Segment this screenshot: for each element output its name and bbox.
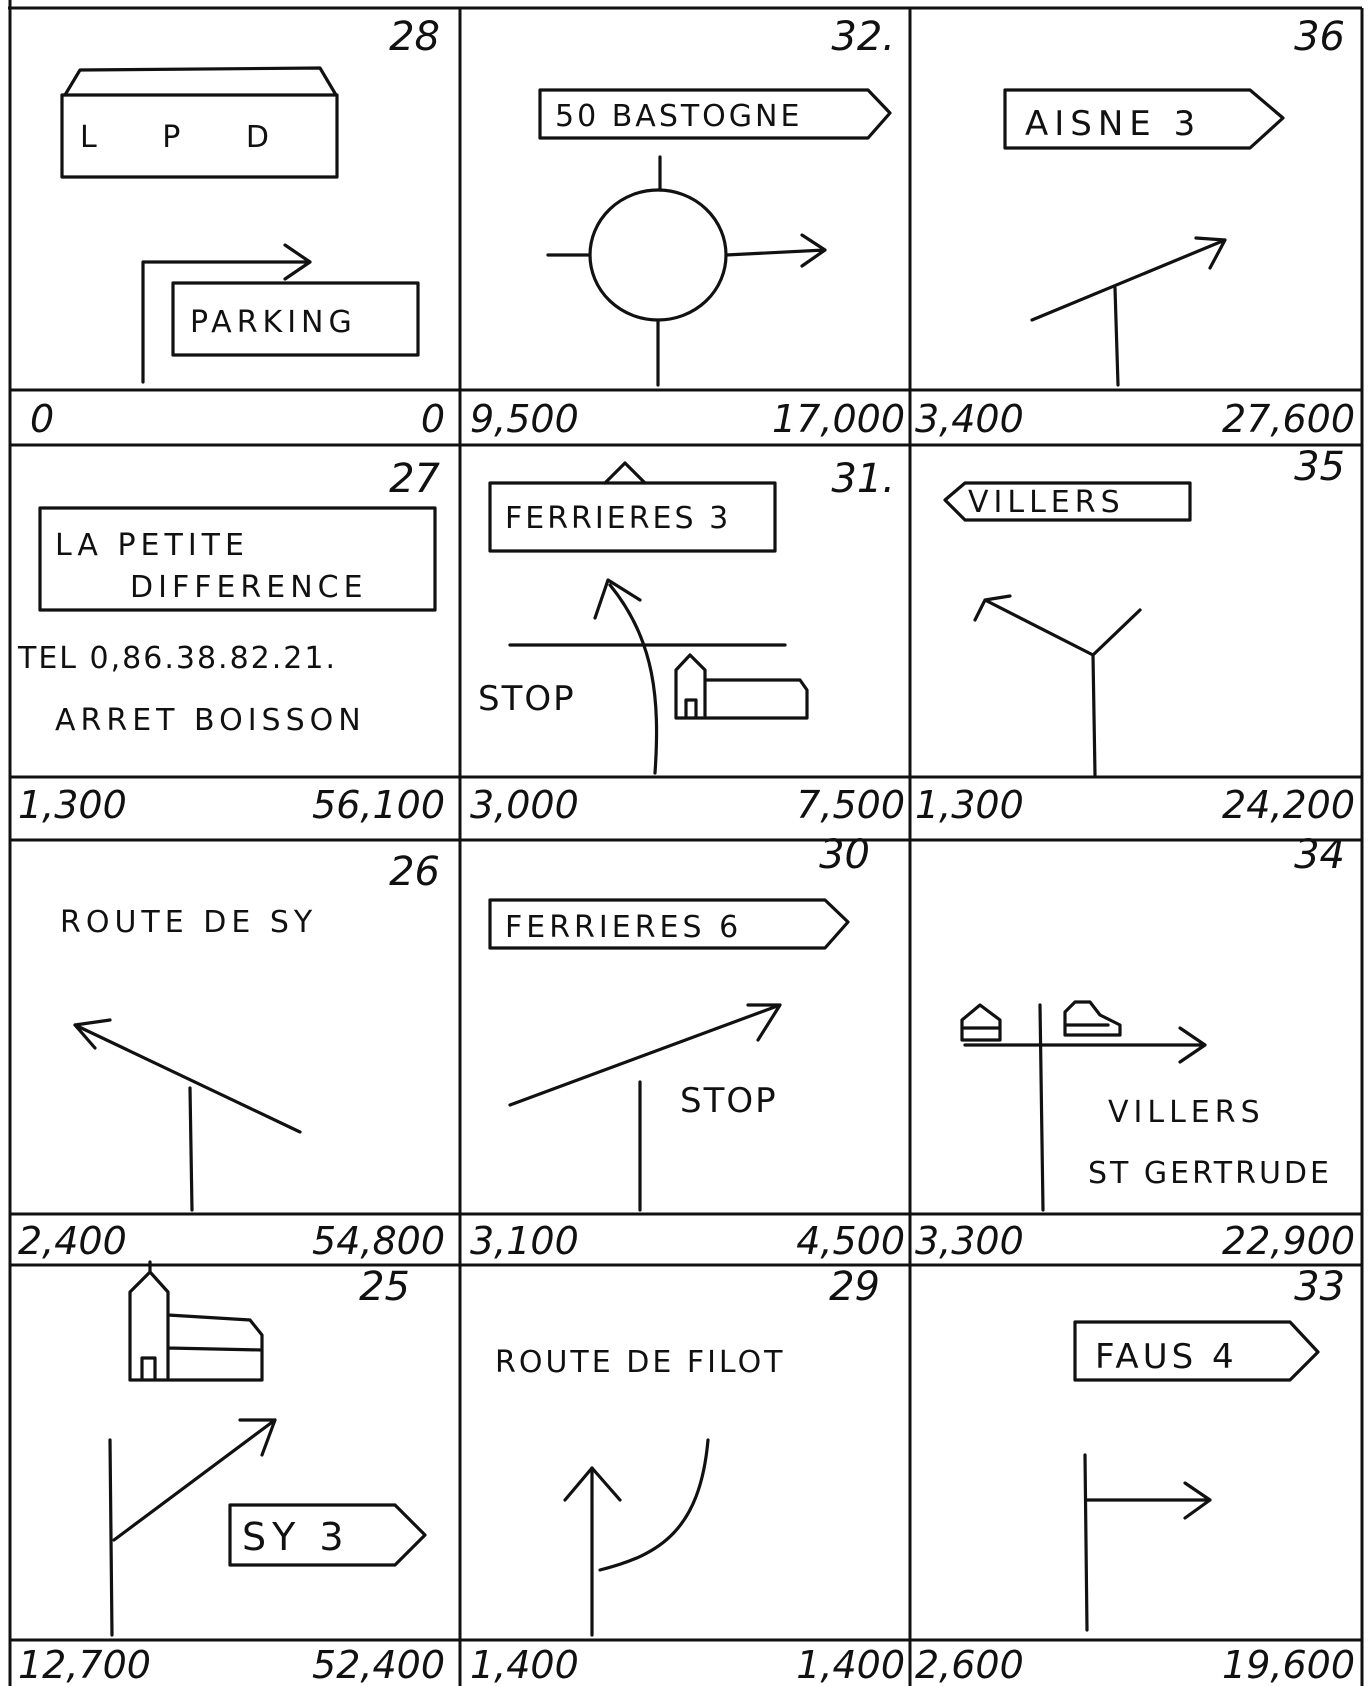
- cell-number: 30: [819, 832, 870, 878]
- total-distance: 22,900: [1222, 1219, 1355, 1263]
- partial-distance: 0: [30, 397, 54, 441]
- cell-number: 32.: [831, 14, 895, 60]
- cell-number: 28: [389, 14, 440, 60]
- total-distance: 4,500: [796, 1219, 905, 1263]
- sign-ferrieres-3: FERRIERES 3: [505, 501, 731, 536]
- road-name: ROUTE DE SY: [60, 905, 317, 940]
- cell-26: 26 ROUTE DE SY: [60, 849, 440, 1210]
- sign-lpd: L P D: [80, 120, 297, 155]
- partial-distance: 1,400: [470, 1643, 579, 1686]
- total-distance: 56,100: [312, 783, 445, 827]
- grid-lines: [8, 0, 1362, 1686]
- sign-line-1: LA PETITE: [55, 528, 249, 563]
- amounts-row-3: 2,400 54,800 3,100 4,500 3,300 22,900: [18, 1219, 1355, 1263]
- cell-35: 35 VILLERS: [945, 444, 1345, 775]
- cell-number: 27: [389, 456, 440, 502]
- drink-stop: ARRET BOISSON: [55, 703, 366, 738]
- cell-number: 36: [1294, 14, 1345, 60]
- total-distance: 19,600: [1222, 1643, 1355, 1686]
- sign-faus-4: FAUS 4: [1095, 1337, 1238, 1377]
- destination-villers: VILLERS: [1108, 1095, 1265, 1130]
- cell-number: 34: [1294, 832, 1345, 878]
- partial-distance: 9,500: [470, 397, 579, 441]
- partial-distance: 3,100: [470, 1219, 579, 1263]
- cell-number: 35: [1294, 444, 1345, 490]
- cell-number: 26: [389, 849, 440, 895]
- partial-distance: 3,000: [470, 783, 579, 827]
- sign-aisne: AISNE 3: [1025, 104, 1201, 144]
- cell-25: 25 SY 3: [110, 1262, 425, 1635]
- partial-distance: 2,600: [915, 1643, 1024, 1686]
- destination-st-gertrude: ST GERTRUDE: [1088, 1156, 1332, 1191]
- cell-36: 36 AISNE 3: [1005, 14, 1345, 385]
- total-distance: 24,200: [1222, 783, 1355, 827]
- road-name: ROUTE DE FILOT: [495, 1345, 786, 1380]
- cell-number: 25: [359, 1264, 410, 1310]
- sign-villers: VILLERS: [968, 485, 1125, 520]
- amounts-row-1: 0 0 9,500 17,000 3,400 27,600: [30, 397, 1355, 441]
- cell-32: 32. 50 BASTOGNE: [540, 14, 895, 385]
- cell-27: 27 LA PETITE DIFFERENCE TEL 0,86.38.82.2…: [17, 456, 441, 738]
- cell-number: 31.: [831, 456, 895, 502]
- stop-label: STOP: [478, 679, 576, 719]
- total-distance: 54,800: [312, 1219, 445, 1263]
- total-distance: 0: [421, 397, 445, 441]
- sign-bastogne: 50 BASTOGNE: [555, 99, 802, 134]
- total-distance: 27,600: [1222, 397, 1355, 441]
- sign-sy-3: SY 3: [242, 1515, 350, 1559]
- sign-ferrieres-6: FERRIERES 6: [505, 910, 742, 945]
- cell-29: 29 ROUTE DE FILOT: [495, 1264, 880, 1635]
- sign-parking: PARKING: [190, 305, 357, 340]
- partial-distance: 1,300: [18, 783, 127, 827]
- partial-distance: 2,400: [18, 1219, 127, 1263]
- cell-33: 33 FAUS 4: [1075, 1264, 1345, 1630]
- sign-line-2: DIFFERENCE: [130, 570, 368, 605]
- partial-distance: 3,400: [915, 397, 1024, 441]
- partial-distance: 1,300: [915, 783, 1024, 827]
- cell-28: 28 L P D PARKING: [62, 14, 440, 382]
- total-distance: 52,400: [312, 1643, 445, 1686]
- phone-number: TEL 0,86.38.82.21.: [17, 641, 337, 676]
- partial-distance: 12,700: [18, 1643, 151, 1686]
- amounts-row-4: 12,700 52,400 1,400 1,400 2,600 19,600: [18, 1643, 1355, 1686]
- total-distance: 1,400: [796, 1643, 905, 1686]
- cell-number: 29: [829, 1264, 880, 1310]
- partial-distance: 3,300: [915, 1219, 1024, 1263]
- amounts-row-2: 1,300 56,100 3,000 7,500 1,300 24,200: [18, 783, 1355, 827]
- cell-34: 34 VILLERS ST GERTRUDE: [962, 832, 1345, 1210]
- stop-label: STOP: [680, 1081, 778, 1121]
- cell-31: 31. FERRIERES 3 STOP: [478, 456, 895, 773]
- cell-number: 33: [1294, 1264, 1345, 1310]
- cell-30: 30 FERRIERES 6 STOP: [490, 832, 870, 1210]
- total-distance: 17,000: [772, 397, 905, 441]
- total-distance: 7,500: [796, 783, 905, 827]
